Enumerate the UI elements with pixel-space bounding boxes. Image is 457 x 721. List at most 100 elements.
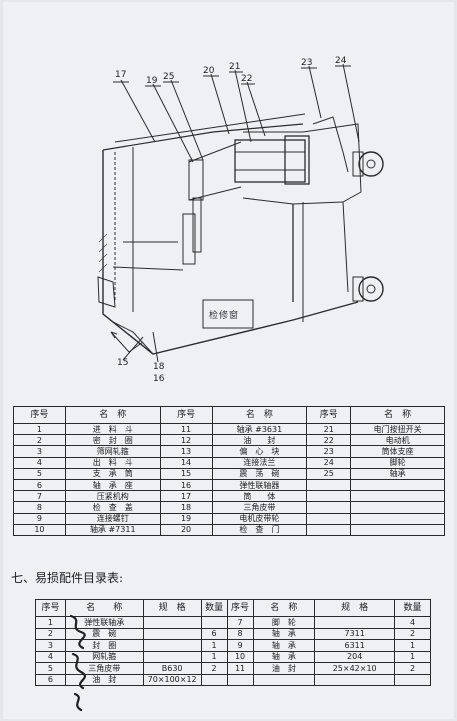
table-cell [142,616,202,629]
table-cell: 封 圈 [64,639,144,652]
table-row: 3 封 圈 1 9 轴 承 6311 1 [35,639,431,652]
table-cell: 6 [13,478,66,492]
header-cell: 名 称 [350,406,445,424]
table-row: 1 进 料 斗 11 轴承 #3631 21 电门按扭开关 [13,422,445,436]
table-cell: 9 [13,512,66,525]
table-cell: 1 [200,650,228,663]
table-cell: 24 [306,456,352,469]
table-cell: 6 [35,673,66,686]
table-cell: 弹性联轴承 [64,616,144,629]
table-cell: 7 [13,490,66,503]
table-cell: 筛网轧箍 [64,445,161,458]
table-cell: 2 [35,627,66,640]
table-cell: 7 [226,616,254,629]
table-cell: 油 封 [64,673,144,686]
table-cell: 轴承 [350,467,445,480]
table-row: 5 三角皮带 B630 2 11 油 封 25×42×10 2 [35,662,431,675]
table-cell: 204 [314,650,396,663]
callout-21: 21 [229,62,241,72]
table-cell: 7311 [314,627,396,640]
callout-17: 17 [115,70,127,80]
callout-20: 20 [203,66,215,76]
table-cell [252,673,316,686]
table-cell: 1 [13,422,66,436]
table-row: 6 油 封 70×100×12 [35,673,431,686]
table-cell: 6 [200,627,228,640]
table-cell: B630 [142,662,202,675]
table-cell [394,673,431,686]
callout-25: 25 [163,72,175,82]
table-cell: 三角皮带 [211,501,308,514]
callout-22: 22 [241,74,253,84]
table-cell: 12 [159,434,213,447]
table-cell [142,650,202,663]
table-cell: 70×100×12 [142,673,202,686]
table-cell: 15 [159,467,213,480]
table-cell: 20 [159,523,213,536]
table-cell [142,627,202,640]
table-cell: 25 [306,467,352,480]
table-row: 10 轴承 #7311 20 检 查 门 [13,523,445,536]
table-cell: 轴承 #7311 [64,523,161,536]
table-cell: 脚 轮 [252,616,316,629]
table-cell: 2 [13,434,66,447]
table-cell: 25×42×10 [314,662,396,675]
header-cell: 序号 [226,599,254,617]
callout-16: 16 [153,374,165,384]
table-cell: 4 [394,616,431,629]
table-cell: 轴 承 [252,627,316,640]
inspection-window-label: 检修窗 [209,311,240,321]
wear-parts-heading: 七、易损配件目录表: [11,571,124,585]
table-cell: 连接螺钉 [64,512,161,525]
table-cell: 电机皮带轮 [211,512,308,525]
callout-18: 18 [153,362,165,372]
table-cell: 6311 [314,639,396,652]
table-cell [314,673,396,686]
table-cell: 震 荡 碗 [211,467,308,480]
table-cell [142,639,202,652]
parts-table: 序号 名 称 序号 名 称 序号 名 称 1 进 料 斗 11 轴承 #3631… [13,406,445,536]
table-cell: 检 查 门 [211,523,308,536]
header-cell: 名 称 [211,406,308,424]
table-cell [306,523,352,536]
table-row: 8 检 查 盖 18 三角皮带 [13,501,445,514]
table-row: 3 筛网轧箍 13 偏 心 块 23 筒体支座 [13,445,445,458]
table-cell: 1 [394,639,431,652]
table-cell: 14 [159,456,213,469]
table-cell: 8 [226,627,254,640]
table-cell: 8 [13,501,66,514]
table-cell: 油 封 [211,434,308,447]
table-cell: 连接法兰 [211,456,308,469]
table-cell: 1 [200,639,228,652]
table-cell [350,523,445,536]
table-cell: 油 封 [252,662,316,675]
table-cell: 11 [226,662,254,675]
assembly-drawing: 17 18 19 20 21 22 23 24 25 15 16 检修窗 [3,2,454,402]
table-cell: 5 [35,662,66,675]
table-cell: 23 [306,445,352,458]
header-cell: 规 格 [142,599,202,617]
table-cell: 10 [226,650,254,663]
table-cell: 出 料 斗 [64,456,161,469]
table-cell [226,673,254,686]
table-cell [314,616,396,629]
table-cell: 偏 心 块 [211,445,308,458]
callout-24: 24 [335,56,347,66]
table-row: 2 震 碗 6 8 轴 承 7311 2 [35,627,431,640]
table-cell [350,478,445,492]
table-cell: 13 [159,445,213,458]
table-cell: 19 [159,512,213,525]
header-cell: 数量 [394,599,431,617]
header-cell: 名 称 [252,599,316,617]
table-row: 2 密 封 圈 12 油 封 22 电动机 [13,434,445,447]
callout-15: 15 [117,358,129,368]
table-cell: 17 [159,490,213,503]
table-row: 4 出 料 斗 14 连接法兰 24 脚轮 [13,456,445,469]
table-cell: 1 [35,616,66,629]
table-cell: 网轧箍 [64,650,144,663]
table-cell: 3 [13,445,66,458]
header-cell: 名 称 [64,406,161,424]
table-cell: 4 [13,456,66,469]
table-cell: 轴 承 座 [64,478,161,492]
header-cell: 序号 [159,406,213,424]
